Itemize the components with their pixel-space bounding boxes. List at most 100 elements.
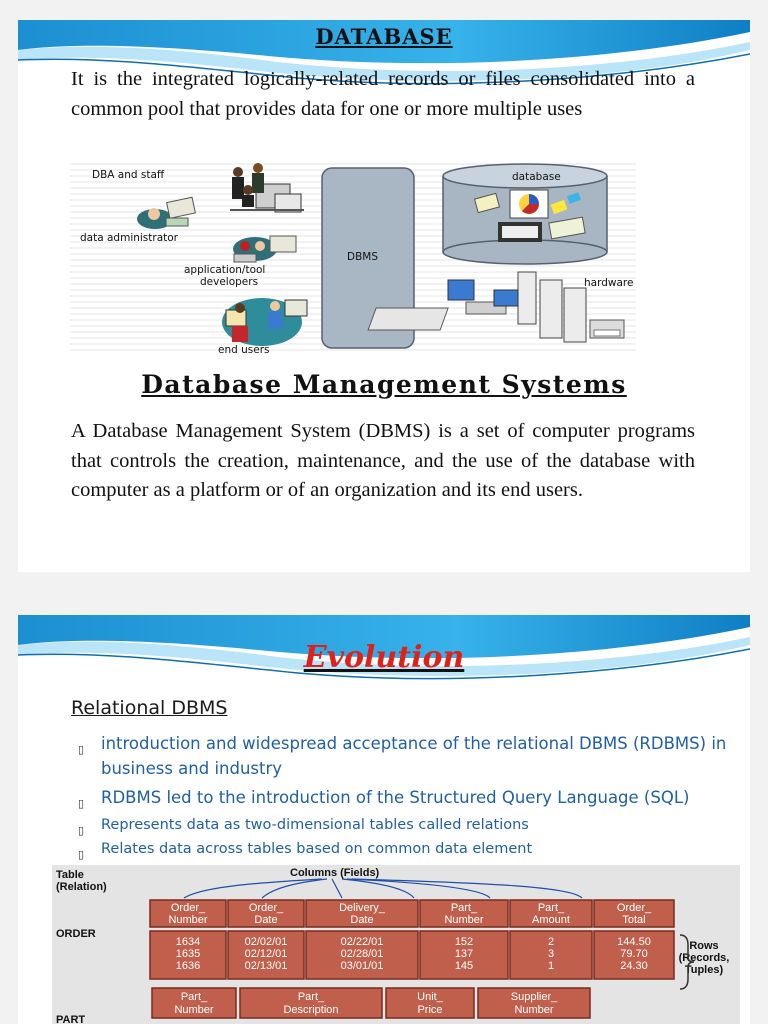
database-cylinder-icon bbox=[442, 163, 608, 265]
order-data-cell bbox=[149, 930, 227, 980]
order-cell-value: 02/13/01 bbox=[245, 960, 288, 972]
order-data-cell bbox=[509, 930, 593, 980]
order-data-cell bbox=[305, 930, 419, 980]
bullet-icon: ▯ bbox=[78, 743, 85, 756]
list-item: ▯introduction and widespread acceptance … bbox=[78, 734, 727, 778]
bullet-icon: ▯ bbox=[78, 848, 85, 861]
wave-banner bbox=[18, 615, 750, 680]
part-header-text: Part_ bbox=[298, 991, 325, 1003]
relational-dbms-subtitle: Relational DBMS bbox=[71, 697, 228, 719]
order-cell-value: 137 bbox=[455, 948, 473, 960]
order-data-cell bbox=[593, 930, 675, 980]
list-item: ▯Relates data across tables based on com… bbox=[78, 838, 738, 861]
page-title: DATABASE bbox=[315, 24, 453, 49]
data-administrator-label: data administrator bbox=[80, 232, 179, 244]
end-users-label: end users bbox=[218, 344, 270, 356]
order-header-text: Total bbox=[622, 914, 645, 926]
slide-evolution: Evolution Relational DBMS ▯introduction … bbox=[18, 615, 750, 1024]
app-developers-label-1: application/tool bbox=[184, 264, 265, 276]
order-header-row: Order_NumberOrder_DateDelivery_DatePart_… bbox=[149, 899, 675, 928]
order-data-cell bbox=[227, 930, 305, 980]
part-header-text: Price bbox=[417, 1004, 442, 1016]
table-label-2: (Relation) bbox=[56, 881, 107, 893]
bullet-list: ▯introduction and widespread acceptance … bbox=[78, 731, 738, 862]
part-header-text: Description bbox=[283, 1004, 338, 1016]
relational-table-figure: Table (Relation) Columns (Fields) ORDER … bbox=[52, 865, 740, 1024]
data-administrator-icon bbox=[137, 196, 196, 229]
order-cell-value: 1 bbox=[548, 960, 554, 972]
dbms-definition: A Database Management System (DBMS) is a… bbox=[71, 420, 695, 501]
order-header-text: Order_ bbox=[171, 902, 206, 914]
dbms-diagram: DBA and staff data administrator applica… bbox=[70, 160, 636, 358]
slide-database: DATABASE It is the integrated logically-… bbox=[18, 20, 750, 572]
order-cell-value: 02/12/01 bbox=[245, 948, 288, 960]
order-header-text: Amount bbox=[532, 914, 570, 926]
part-header-text: Number bbox=[174, 1004, 213, 1016]
order-cell-value: 152 bbox=[455, 936, 473, 948]
evolution-title: Evolution bbox=[303, 640, 465, 675]
rows-label-3: Tuples) bbox=[685, 964, 724, 976]
order-header-text: Date bbox=[350, 914, 373, 926]
part-header-text: Number bbox=[514, 1004, 553, 1016]
order-cell-value: 02/28/01 bbox=[341, 948, 384, 960]
order-header-text: Part_ bbox=[538, 902, 565, 914]
rows-label-2: (Records, bbox=[679, 952, 730, 964]
part-table-label: PART bbox=[56, 1014, 85, 1024]
end-users-icon bbox=[222, 298, 308, 346]
order-header-cell bbox=[227, 899, 305, 928]
order-cell-value: 1635 bbox=[176, 948, 200, 960]
part-header-cell bbox=[151, 987, 237, 1019]
order-header-text: Order_ bbox=[249, 902, 284, 914]
bullet-icon: ▯ bbox=[78, 797, 85, 810]
order-cell-value: 145 bbox=[455, 960, 473, 972]
part-header-text: Part_ bbox=[181, 991, 208, 1003]
part-header-text: Unit_ bbox=[417, 991, 444, 1003]
database-label: database bbox=[512, 171, 561, 183]
rows-label-1: Rows bbox=[689, 940, 718, 952]
order-cell-value: 3 bbox=[548, 948, 554, 960]
order-cell-value: 02/22/01 bbox=[341, 936, 384, 948]
order-cell-value: 79.70 bbox=[620, 948, 648, 960]
columns-label: Columns (Fields) bbox=[290, 867, 380, 879]
order-header-cell bbox=[593, 899, 675, 928]
dbms-label: DBMS bbox=[347, 251, 378, 263]
hardware-icon bbox=[367, 271, 625, 343]
order-header-text: Number bbox=[444, 914, 483, 926]
order-cell-value: 1636 bbox=[176, 960, 200, 972]
bullet-icon: ▯ bbox=[78, 824, 85, 837]
order-header-text: Part_ bbox=[451, 902, 478, 914]
dba-staff-icon bbox=[230, 163, 304, 213]
part-header-text: Supplier_ bbox=[511, 991, 558, 1003]
column-arrows bbox=[183, 878, 583, 899]
order-cell-value: 1634 bbox=[176, 936, 200, 948]
list-item: ▯Represents data as two-dimensional tabl… bbox=[78, 814, 738, 837]
part-header-row: Part_NumberPart_DescriptionUnit_PriceSup… bbox=[151, 987, 591, 1019]
part-header-cell bbox=[239, 987, 383, 1019]
rows-bracket bbox=[679, 934, 695, 990]
order-header-text: Number bbox=[168, 914, 207, 926]
app-developers-icon bbox=[233, 235, 297, 263]
dbms-heading: Database Management Systems bbox=[141, 370, 627, 399]
dba-staff-label: DBA and staff bbox=[92, 169, 165, 181]
order-cell-value: 24.30 bbox=[620, 960, 648, 972]
list-item: ▯RDBMS led to the introduction of the St… bbox=[78, 785, 738, 810]
order-header-cell bbox=[419, 899, 509, 928]
order-header-text: Delivery_ bbox=[339, 902, 386, 914]
order-cell-value: 03/01/01 bbox=[341, 960, 384, 972]
order-header-cell bbox=[149, 899, 227, 928]
wave-banner bbox=[18, 20, 750, 85]
order-cell-value: 2 bbox=[548, 936, 554, 948]
order-header-text: Date bbox=[254, 914, 277, 926]
order-header-text: Order_ bbox=[617, 902, 652, 914]
order-cell-value: 144.50 bbox=[617, 936, 651, 948]
part-header-cell bbox=[477, 987, 591, 1019]
order-header-cell bbox=[509, 899, 593, 928]
hardware-label: hardware bbox=[584, 277, 633, 289]
table-label-1: Table bbox=[56, 869, 84, 881]
order-data-cell bbox=[419, 930, 509, 980]
app-developers-label-2: developers bbox=[200, 276, 258, 288]
part-header-cell bbox=[385, 987, 475, 1019]
order-cell-value: 02/02/01 bbox=[245, 936, 288, 948]
order-table-label: ORDER bbox=[56, 928, 96, 940]
